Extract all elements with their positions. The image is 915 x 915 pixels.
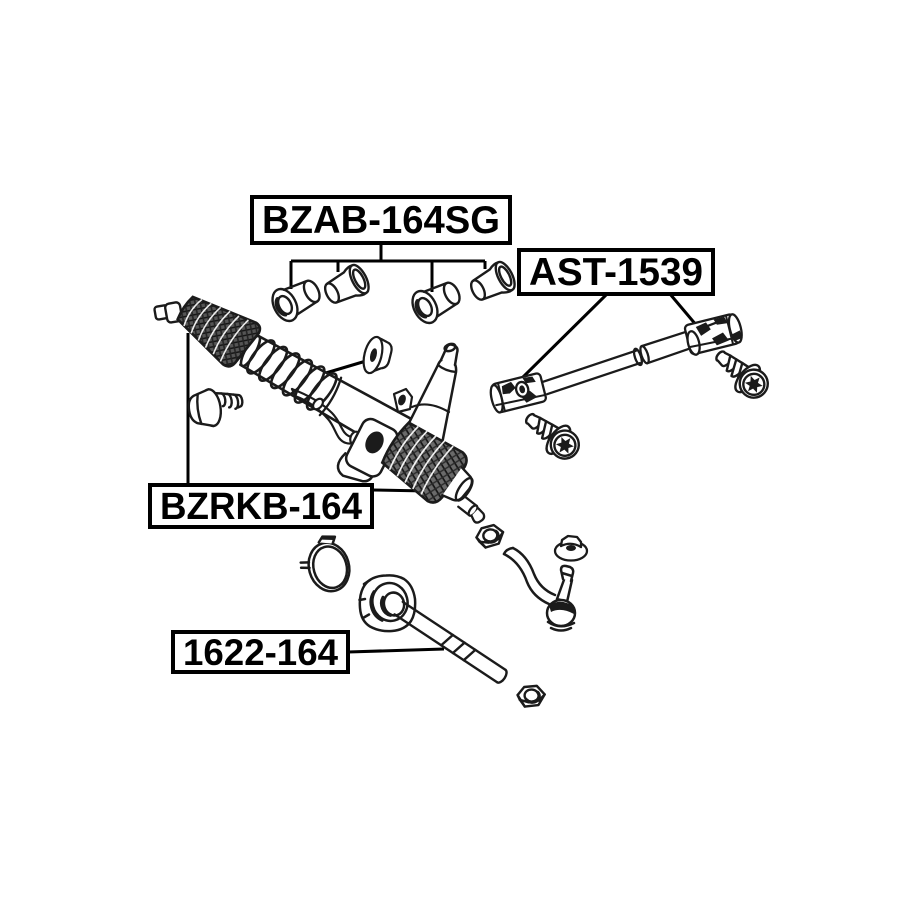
label-bzrkb-164: BZRKB-164 <box>148 483 374 529</box>
left-tie-rod-stub <box>153 301 184 324</box>
leader-ast-right <box>668 293 699 327</box>
left-rack-boot <box>176 295 262 368</box>
steering-column-shaft <box>489 313 777 468</box>
leader-ast-left <box>516 292 609 384</box>
steering-rack <box>153 295 486 524</box>
grommet <box>362 335 393 375</box>
flanged-nut <box>553 534 589 562</box>
inner-tie-rod <box>358 574 547 710</box>
outer-tie-rod-end <box>473 522 589 632</box>
torx-bolt-right <box>706 340 777 407</box>
label-bzab-164sg: BZAB-164SG <box>250 195 512 245</box>
bushing-1 <box>265 271 327 327</box>
label-1622-164: 1622-164 <box>171 630 350 674</box>
flange-bolt <box>187 388 244 428</box>
label-ast-1539: AST-1539 <box>517 248 715 296</box>
tie-rod-end-nut <box>473 522 507 550</box>
bushing-4 <box>464 257 520 308</box>
label-bzrkb-164-text: BZRKB-164 <box>160 486 362 528</box>
boot-clamp <box>299 535 351 593</box>
universal-joint-left <box>489 372 547 414</box>
torx-bolt-left <box>516 402 588 468</box>
right-rack-boot <box>380 421 474 504</box>
right-tie-rod-stub <box>457 496 486 524</box>
rack-bushings <box>265 257 520 329</box>
tie-rod-nut <box>515 682 547 710</box>
label-bzab-164sg-text: BZAB-164SG <box>262 199 500 242</box>
bushing-2 <box>318 260 374 311</box>
label-1622-164-text: 1622-164 <box>183 632 338 673</box>
universal-joint-right <box>683 313 743 356</box>
leader-1622 <box>347 647 445 654</box>
bushing-3 <box>405 273 467 329</box>
leader-bzab <box>289 243 487 292</box>
label-ast-1539-text: AST-1539 <box>529 251 703 294</box>
hose-bracket <box>392 387 414 414</box>
labels: BZAB-164SG AST-1539 BZRKB-164 1622-164 <box>148 195 715 674</box>
